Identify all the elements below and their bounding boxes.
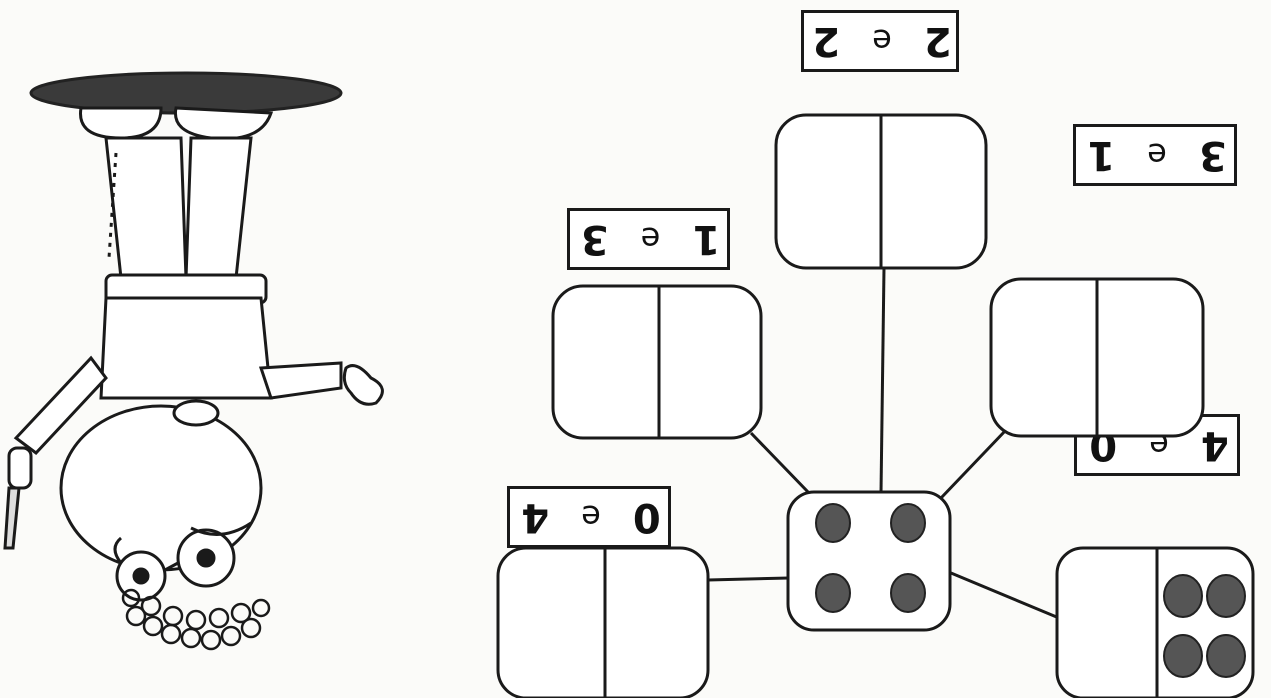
- pencil-icon: [5, 488, 19, 548]
- domino-dot: [1207, 575, 1245, 617]
- connector-line-3-1: [941, 430, 1006, 498]
- die-dot: [891, 574, 925, 612]
- die-dot: [816, 504, 850, 542]
- hand-left: [344, 366, 382, 405]
- eye-right: [134, 569, 148, 583]
- die-dot: [816, 574, 850, 612]
- center-die-face: [788, 492, 950, 630]
- center-die: [788, 492, 950, 630]
- connector-line-1-3: [751, 433, 809, 493]
- domino-0-e-4: [498, 548, 708, 698]
- pant-leg-left: [186, 138, 251, 278]
- domino-1-e-3: [553, 286, 761, 438]
- eye-left: [198, 550, 214, 566]
- shoe-right: [81, 108, 162, 138]
- connector-line-0-4: [708, 578, 789, 580]
- domino-3-e-1: [991, 279, 1203, 436]
- connector-line-2-2: [881, 268, 884, 493]
- connector-line-4-0: [951, 573, 1059, 618]
- torso: [101, 298, 271, 398]
- domino-dot: [1207, 635, 1245, 677]
- domino-4-e-0: [1057, 548, 1253, 698]
- domino-dot: [1164, 635, 1202, 677]
- pant-leg-right: [106, 138, 186, 278]
- ear: [174, 401, 218, 425]
- ground-shadow: [31, 73, 341, 113]
- shoe-left: [175, 108, 271, 139]
- domino-dot: [1164, 575, 1202, 617]
- cartoon-boy-illustration: [5, 73, 382, 649]
- die-dot: [891, 504, 925, 542]
- curly-hair: [123, 590, 269, 649]
- hand-right: [9, 448, 31, 488]
- arm-left: [261, 363, 341, 398]
- domino-2-e-2: [776, 115, 986, 268]
